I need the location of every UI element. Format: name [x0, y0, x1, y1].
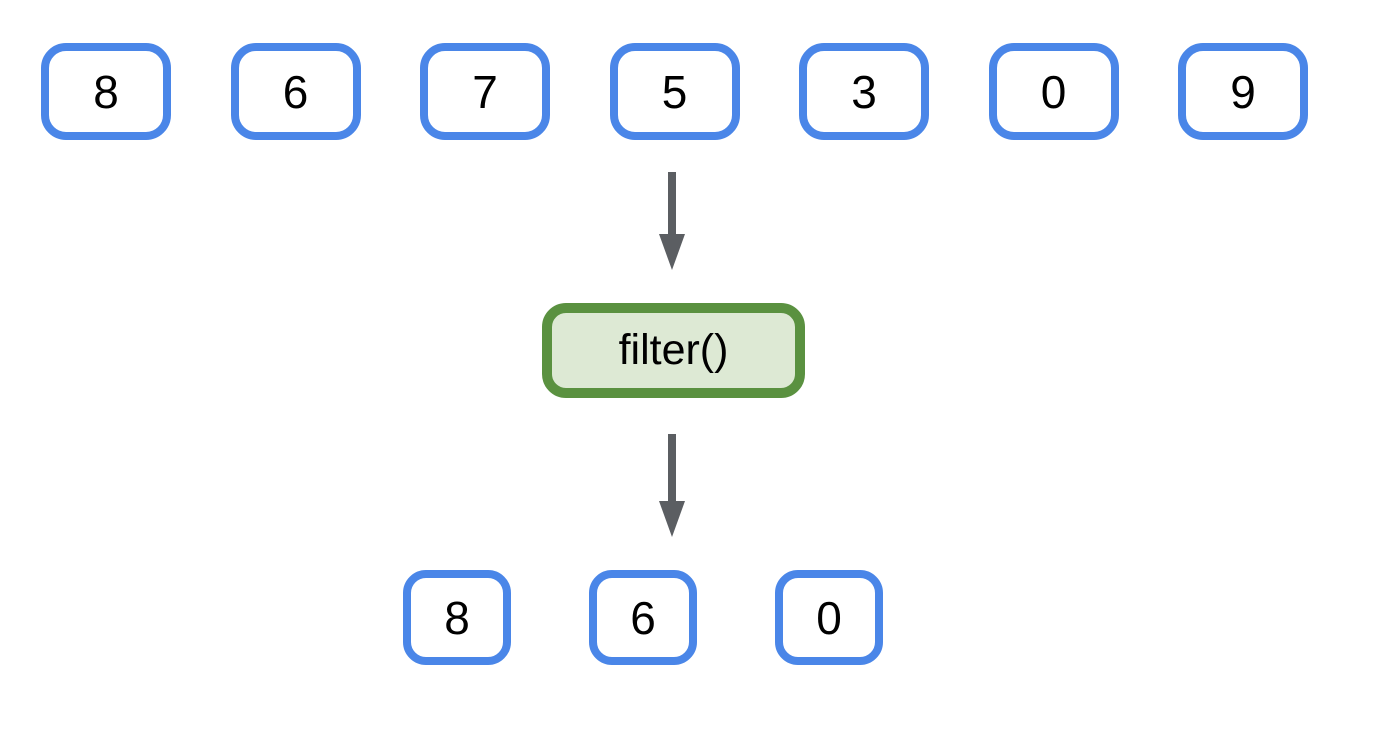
input-value-box: 0: [988, 43, 1119, 140]
input-value-label: 8: [93, 65, 119, 118]
down-arrow-icon: [659, 434, 685, 537]
output-row: 8 6 0: [403, 570, 883, 665]
input-value-label: 7: [472, 65, 498, 118]
filter-function-box: filter(): [542, 303, 805, 398]
input-row: 8 6 7 5 3 0 9: [41, 43, 1308, 140]
input-value-box: 9: [1178, 43, 1308, 140]
output-value-box: 0: [775, 570, 883, 665]
output-value-box: 6: [589, 570, 697, 665]
output-value-label: 0: [816, 591, 842, 644]
filter-function-label: filter(): [618, 326, 729, 374]
input-value-box: 5: [609, 43, 740, 140]
input-value-label: 6: [282, 65, 309, 118]
down-arrow-icon: [659, 172, 685, 270]
input-value-box: 7: [420, 43, 550, 140]
output-value-label: 6: [630, 591, 656, 644]
output-value-box: 8: [403, 570, 511, 665]
input-value-label: 0: [1040, 65, 1067, 118]
output-value-label: 8: [444, 591, 470, 644]
input-value-label: 5: [661, 65, 688, 118]
input-value-label: 9: [1230, 65, 1256, 118]
input-value-label: 3: [851, 65, 877, 118]
input-value-box: 6: [230, 43, 361, 140]
input-value-box: 3: [799, 43, 929, 140]
input-value-box: 8: [41, 43, 171, 140]
